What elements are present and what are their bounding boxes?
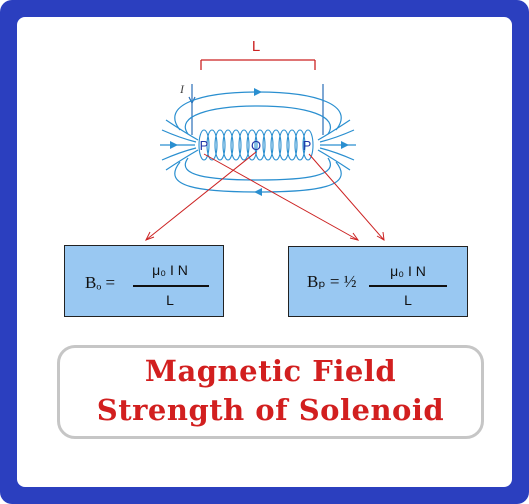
fraction-bar bbox=[369, 285, 447, 287]
formula-end-numerator: μ₀ I N bbox=[390, 263, 426, 279]
formula-end-lhs: Bₚ = ½ bbox=[307, 272, 357, 291]
length-bracket bbox=[200, 59, 316, 70]
length-label: L bbox=[252, 38, 260, 55]
point-right-label: P bbox=[303, 138, 312, 153]
title-line-1: Magnetic Field bbox=[144, 354, 397, 388]
current-wire bbox=[188, 84, 324, 135]
field-arrows bbox=[170, 88, 349, 196]
formula-center-numerator: μ₀ I N bbox=[152, 262, 188, 278]
formula-end-denominator: L bbox=[404, 292, 412, 308]
title-line-2: Strength of Solenoid bbox=[96, 393, 445, 427]
point-left-label: P bbox=[200, 138, 209, 153]
current-label: I bbox=[179, 82, 185, 96]
center-point-label: O bbox=[251, 138, 261, 153]
formula-center-denominator: L bbox=[166, 292, 174, 308]
center-field-formula: Bₒ = μ₀ I N L bbox=[64, 245, 224, 317]
fraction-bar bbox=[133, 285, 209, 287]
title-box: Magnetic Field Strength of Solenoid bbox=[57, 345, 484, 439]
end-field-formula: Bₚ = ½ μ₀ I N L bbox=[288, 246, 468, 317]
solenoid-coils bbox=[198, 129, 314, 161]
pointer-arrows bbox=[144, 151, 385, 241]
formula-center-lhs: Bₒ = bbox=[85, 273, 116, 292]
